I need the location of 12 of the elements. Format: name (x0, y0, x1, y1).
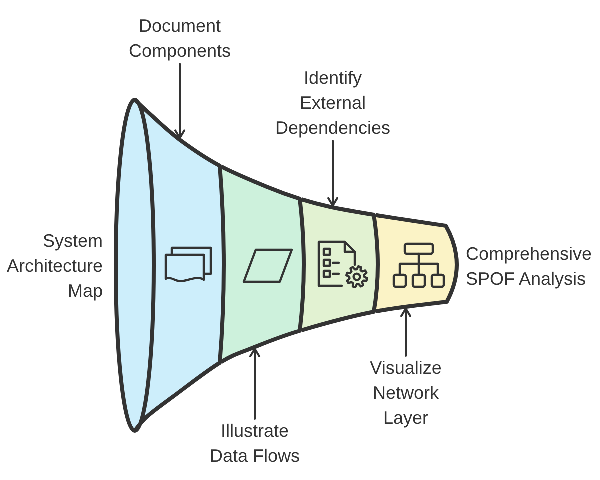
arrow (400, 308, 412, 357)
funnel-segment (302, 196, 376, 334)
arrow (328, 140, 338, 207)
funnel-segment (222, 163, 302, 366)
step-label: Illustrate Data Flows (204, 419, 306, 469)
arrow (174, 63, 186, 140)
arrow (250, 348, 260, 420)
step-label: Document Components (125, 14, 235, 64)
step-label: Visualize Network Layer (360, 356, 452, 431)
step-label: Identify External Dependencies (272, 66, 394, 141)
end-label: Comprehensive SPOF Analysis (466, 243, 594, 291)
start-label: System Architecture Map (6, 230, 103, 303)
